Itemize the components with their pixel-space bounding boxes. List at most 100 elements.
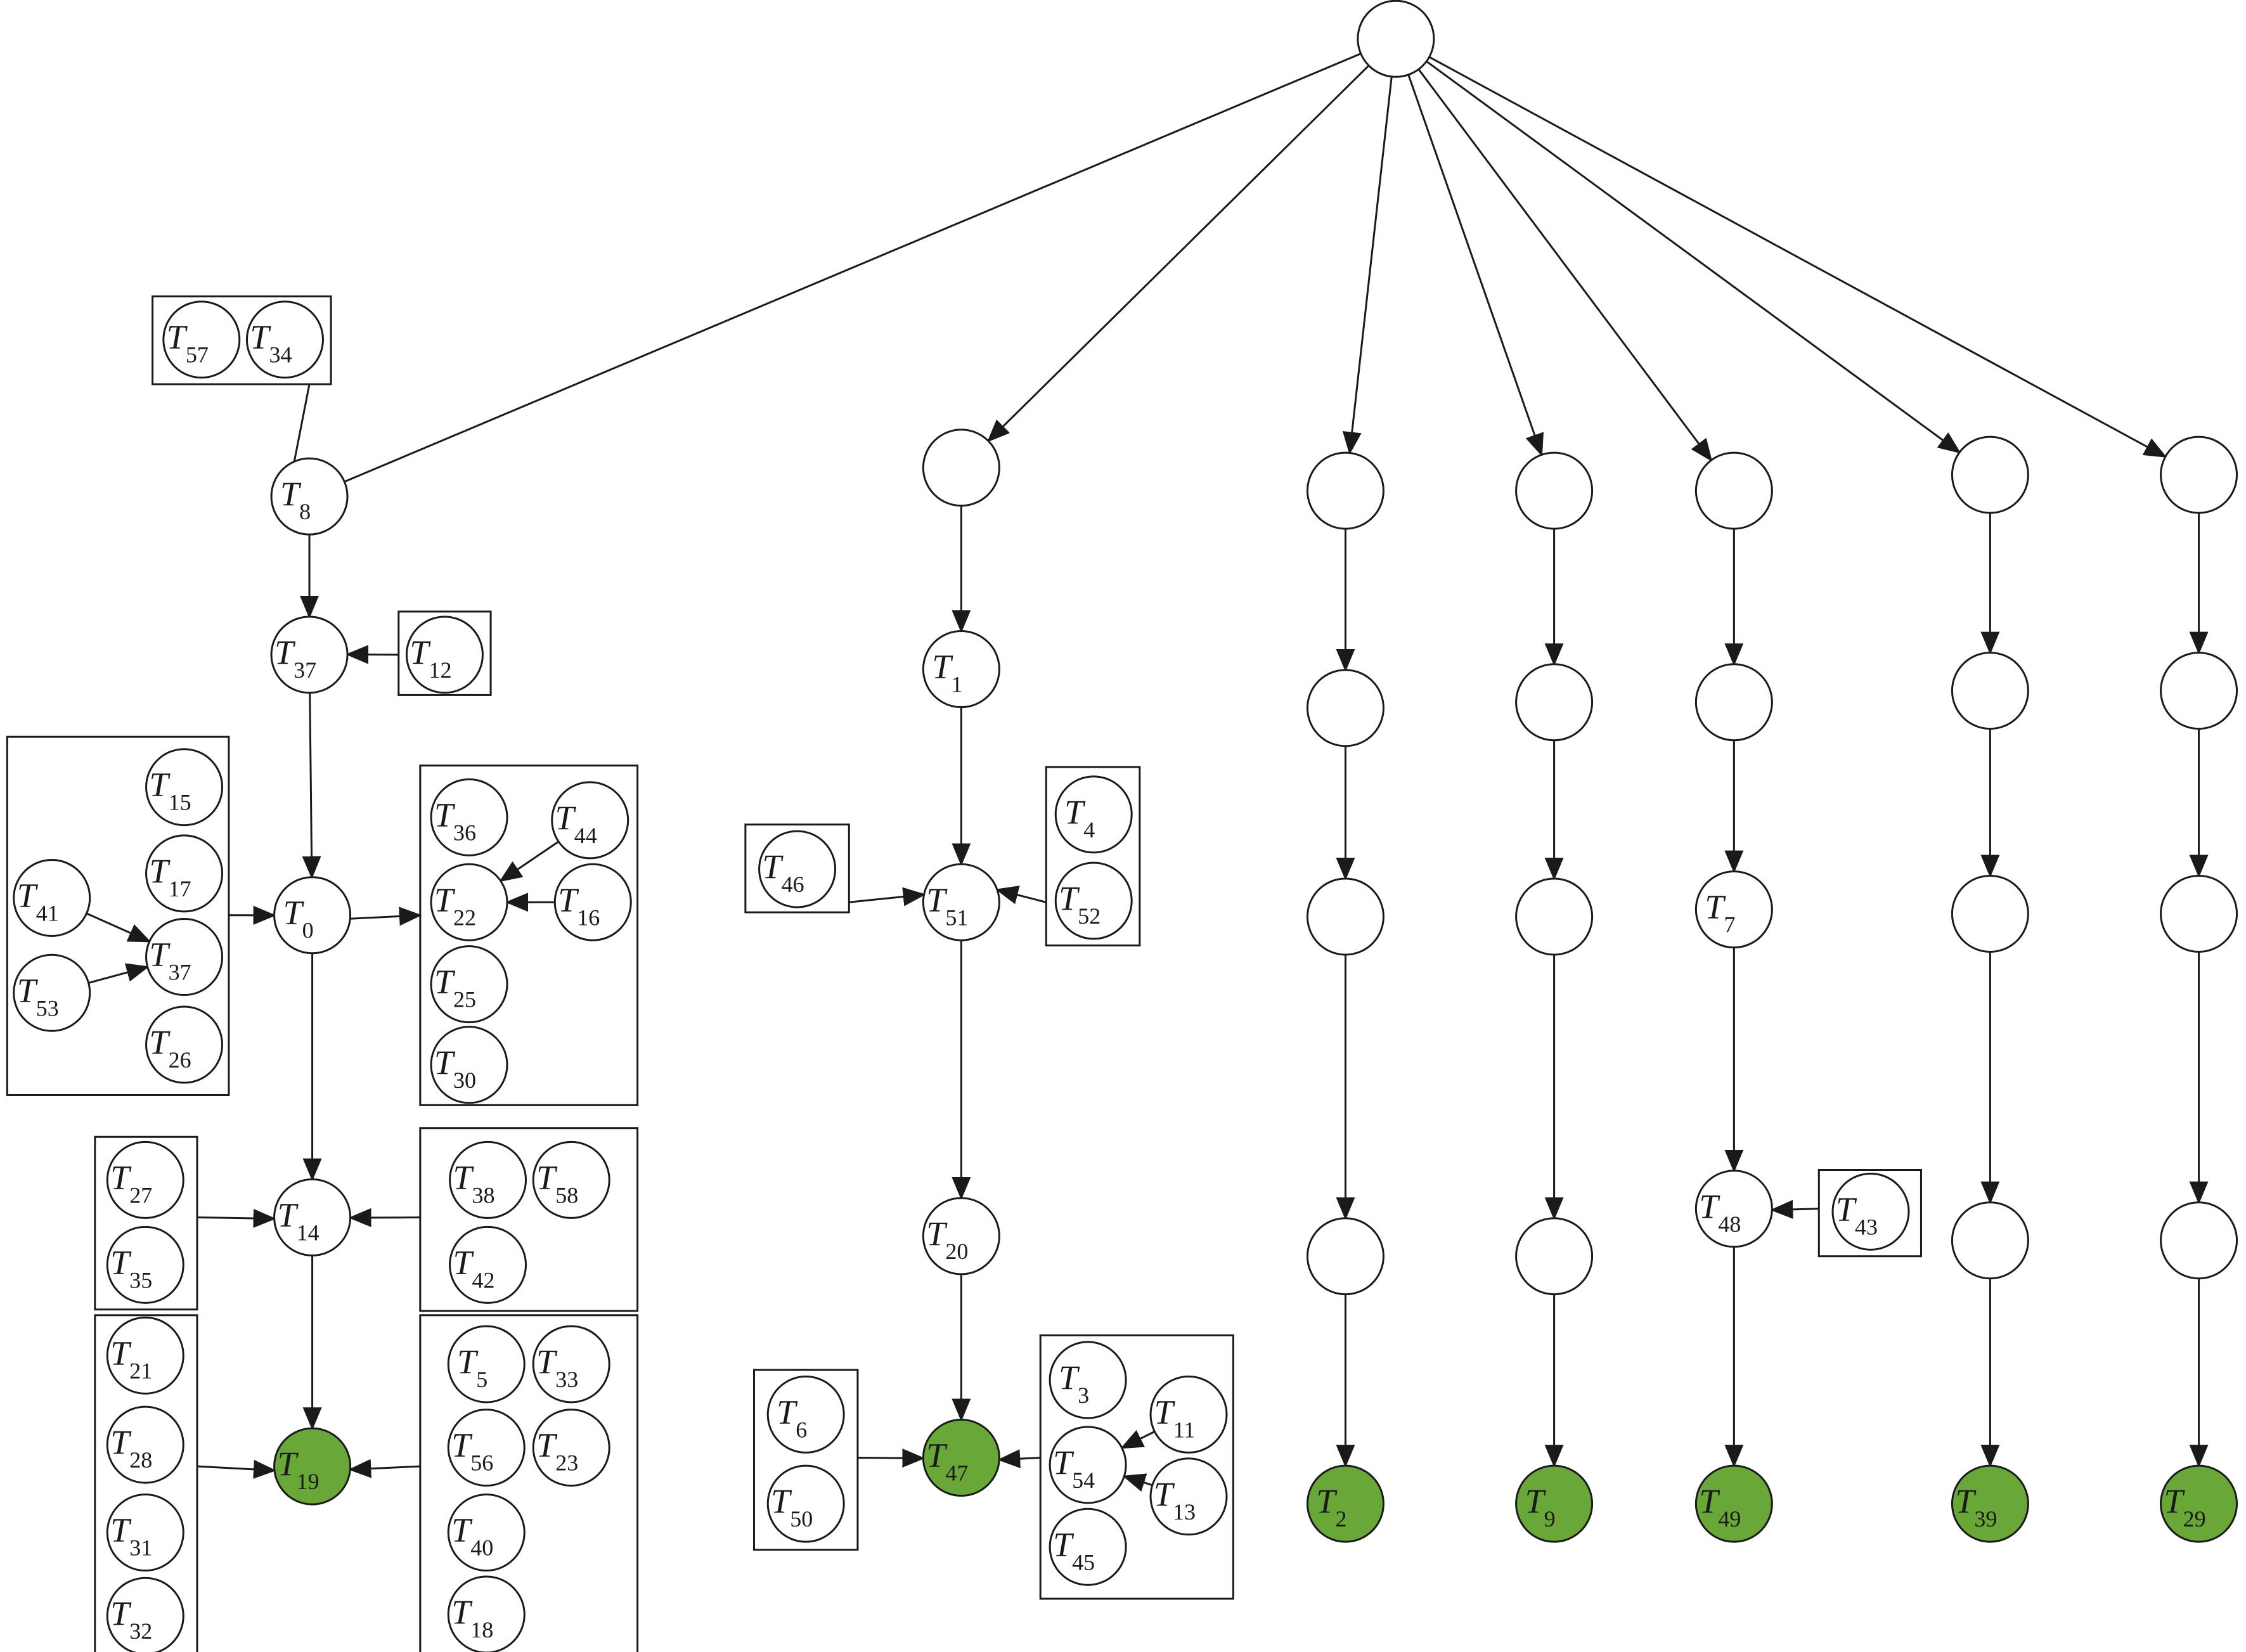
node-label: T49: [1699, 1482, 1741, 1532]
node-label: T1: [932, 648, 962, 697]
node-circle: [551, 781, 629, 860]
node-label: T53: [17, 971, 59, 1021]
node-label-letter: T: [451, 1593, 473, 1631]
node-circle: [1357, 0, 1435, 78]
node-label-letter: T: [17, 971, 39, 1009]
node-label-letter: T: [150, 1023, 171, 1061]
node-label: T7: [1705, 888, 1735, 938]
node-unlabeled: [1306, 669, 1384, 747]
node-label-subscript: 37: [169, 960, 191, 985]
node-unlabeled: [1515, 1217, 1594, 1296]
node-circle: [2160, 652, 2238, 730]
node-t58: T58: [532, 1140, 610, 1219]
node-t4: T4: [1054, 775, 1133, 854]
node-label-letter: T: [167, 318, 188, 356]
node-label-subscript: 18: [470, 1617, 493, 1642]
node-circle: [1306, 669, 1384, 747]
node-label: T18: [451, 1593, 493, 1642]
node-label: T3: [1059, 1358, 1089, 1408]
node-label-subscript: 13: [1173, 1499, 1196, 1525]
node-label: T15: [150, 766, 191, 815]
node-label-letter: T: [278, 1445, 299, 1483]
node-label: T57: [167, 318, 209, 368]
node-label-subscript: 17: [169, 876, 191, 901]
node-circle: [273, 1178, 352, 1256]
node-unlabeled: [922, 429, 1000, 507]
node-circle: [430, 778, 508, 856]
node-circle: [1951, 652, 2029, 730]
edge-t37a-to-t0: [302, 692, 321, 879]
edge-box_t46-to-t51: [849, 887, 926, 907]
edge-box_t21_t32-to-t19: [197, 1459, 276, 1479]
node-label: T9: [1525, 1482, 1556, 1532]
node-unlabeled: [1306, 877, 1384, 956]
node-t31: T31: [106, 1494, 184, 1572]
node-t48: T48: [1694, 1170, 1773, 1248]
box-t43: [1817, 1169, 1922, 1258]
node-label-subscript: 38: [472, 1182, 495, 1208]
node-label-letter: T: [410, 633, 431, 671]
node-label: T28: [110, 1423, 152, 1473]
node-label: T11: [1154, 1393, 1196, 1442]
node-label-letter: T: [1154, 1393, 1176, 1431]
edge-t13-to-t54: [1122, 1473, 1153, 1492]
node-circle: [430, 863, 508, 941]
node-label-letter: T: [150, 852, 171, 890]
node-label: T37: [150, 936, 191, 985]
node-label: T6: [777, 1393, 807, 1442]
node-label-subscript: 34: [269, 342, 292, 368]
node-label-letter: T: [110, 1243, 132, 1281]
edge-box_t3_t45-to-t47: [997, 1449, 1041, 1469]
node-label: T23: [536, 1426, 578, 1476]
node-t3: T3: [1049, 1341, 1127, 1419]
node-label-subscript: 22: [453, 905, 476, 930]
node-label: T8: [280, 475, 311, 524]
node-label: T48: [1699, 1187, 1741, 1237]
node-unlabeled: [2160, 436, 2238, 514]
node-t38: T38: [449, 1140, 527, 1219]
node-label-subscript: 25: [453, 987, 476, 1012]
node-label: T43: [1836, 1190, 1878, 1239]
node-label-subscript: 54: [1072, 1468, 1095, 1493]
node-label-letter: T: [932, 648, 953, 686]
node-t52: T52: [1054, 861, 1133, 940]
node-label-subscript: 44: [574, 823, 597, 848]
node-label-subscript: 12: [429, 657, 451, 683]
node-circle: [106, 1494, 184, 1572]
node-label: T51: [926, 881, 968, 930]
edge-root-to-c6a: [1426, 60, 1961, 454]
node-circle: [145, 1005, 224, 1084]
node-label-subscript: 23: [555, 1450, 578, 1476]
node-circle: [449, 1225, 527, 1304]
node-label-letter: T: [763, 848, 784, 886]
node-label-letter: T: [453, 1243, 475, 1281]
node-label-letter: T: [1064, 793, 1086, 831]
node-t23: T23: [532, 1409, 610, 1487]
goal-node-circle: [1694, 1464, 1773, 1543]
node-circle: [766, 1375, 845, 1454]
node-label-letter: T: [2164, 1482, 2186, 1520]
node-t12: T12: [405, 616, 484, 694]
node-t46: T46: [758, 830, 837, 908]
node-circle: [1054, 861, 1133, 940]
node-label-subscript: 43: [1855, 1214, 1878, 1239]
node-circle: [1951, 1201, 2029, 1280]
node-label-subscript: 57: [186, 342, 209, 368]
node-label-letter: T: [558, 881, 579, 919]
node-label-letter: T: [1154, 1475, 1175, 1513]
box-t46: [744, 823, 850, 913]
node-label-letter: T: [926, 1215, 948, 1253]
node-circle: [532, 1409, 610, 1487]
node-label: T31: [110, 1511, 152, 1561]
edge-box_t5_t18-to-t19: [348, 1459, 420, 1478]
node-label-subscript: 41: [36, 900, 59, 926]
node-circle: [1951, 436, 2029, 514]
node-circle: [405, 616, 484, 694]
node-t7: T7: [1694, 870, 1773, 949]
box-t27-t35: [94, 1135, 198, 1311]
node-label-subscript: 48: [1718, 1211, 1741, 1237]
goal-node-circle: [1515, 1464, 1594, 1543]
node-unlabeled: [1357, 0, 1435, 78]
node-label-subscript: 29: [2183, 1506, 2206, 1532]
node-label: T40: [451, 1511, 493, 1561]
